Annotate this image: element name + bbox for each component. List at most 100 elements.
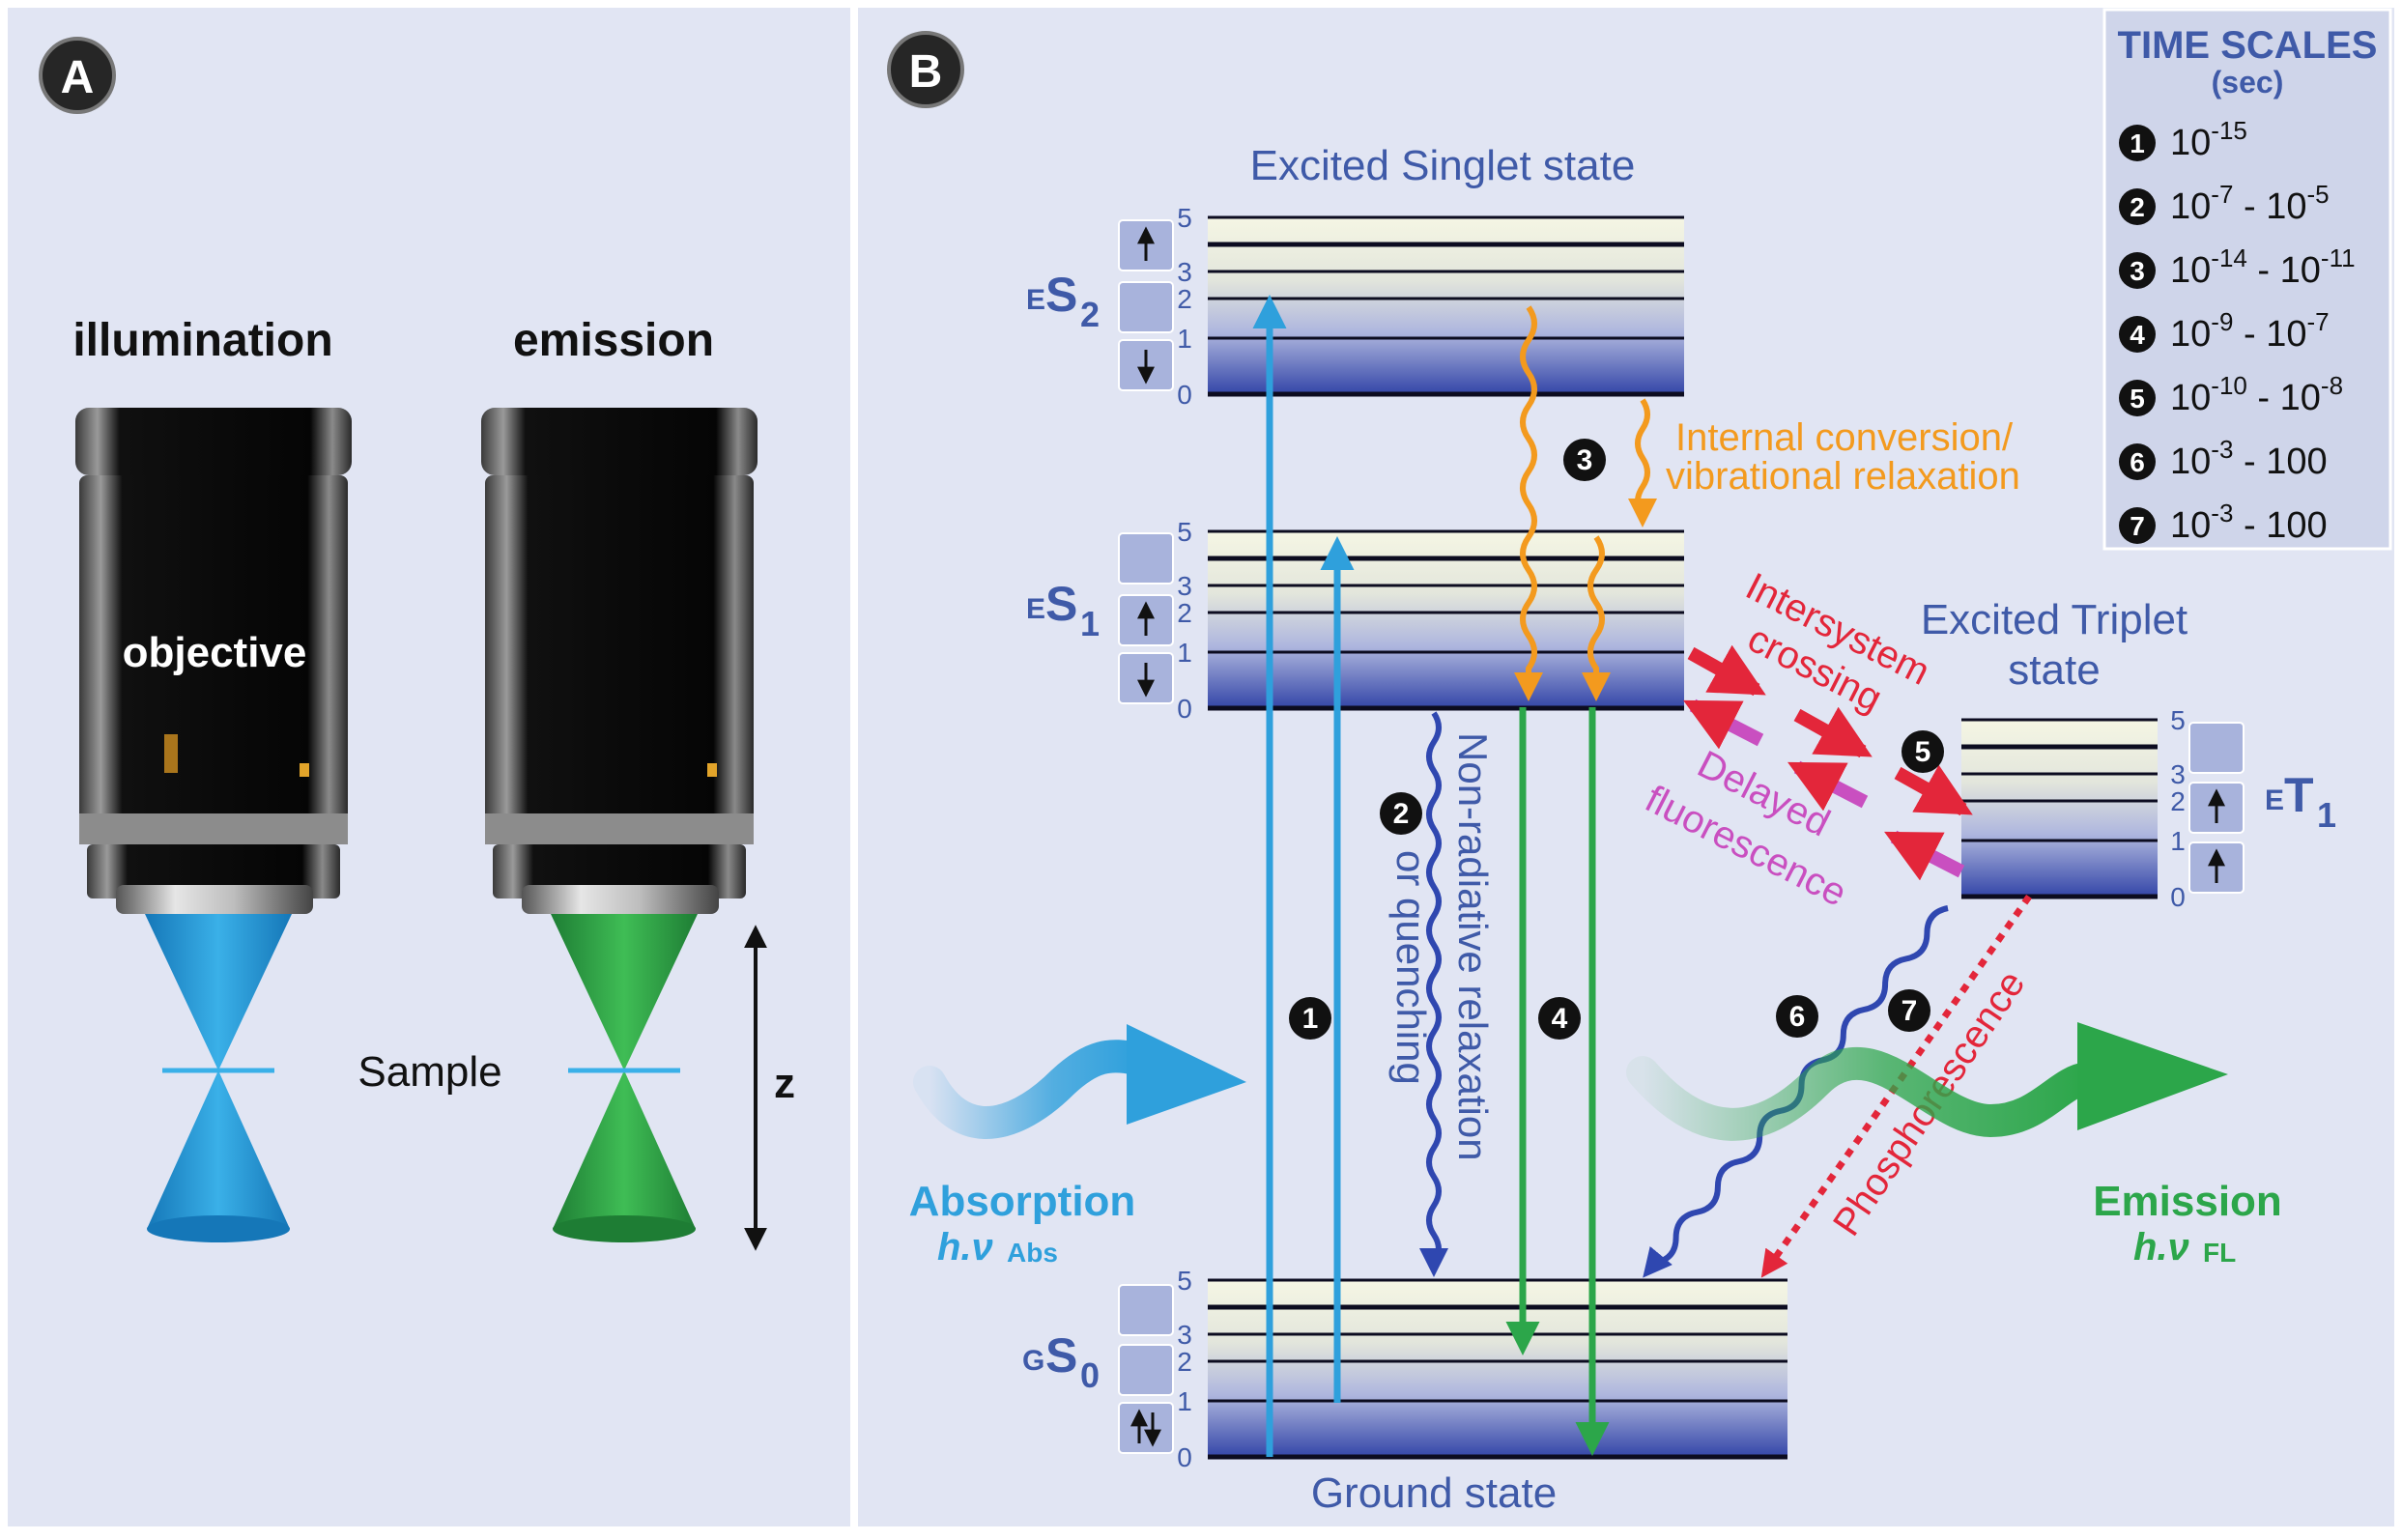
level-number: 2 bbox=[2170, 786, 2186, 816]
triplet-state-title-line2: state bbox=[2008, 646, 2100, 694]
svg-text:S: S bbox=[1045, 1328, 1077, 1383]
emission-energy-label: h.ν FL bbox=[2133, 1226, 2236, 1269]
time-scales-title: TIME SCALES bbox=[2118, 24, 2378, 67]
spin-box bbox=[2188, 841, 2245, 894]
level-number: 1 bbox=[1177, 638, 1192, 668]
objective-label: objective bbox=[123, 629, 307, 676]
intersystem-crossing-arrows bbox=[1687, 644, 1973, 816]
step-marker-4: 4 bbox=[1538, 997, 1581, 1040]
svg-text:2: 2 bbox=[1393, 798, 1410, 830]
svg-text:1: 1 bbox=[2130, 128, 2145, 158]
et1-label: E T 1 bbox=[2265, 768, 2336, 835]
svg-text:E: E bbox=[1026, 284, 1045, 316]
level-number: 3 bbox=[1177, 1320, 1192, 1350]
z-label: z bbox=[774, 1060, 795, 1107]
spin-state-boxes bbox=[1118, 219, 2245, 1454]
emission-label: emission bbox=[513, 315, 714, 366]
svg-text:S: S bbox=[1045, 268, 1077, 322]
spin-box bbox=[1118, 339, 1174, 391]
non-radiative-label-line1: Non-radiative relaxation bbox=[1450, 732, 1496, 1161]
level-number: 2 bbox=[1177, 1347, 1192, 1377]
svg-text:E: E bbox=[2265, 784, 2284, 816]
level-es1 bbox=[1208, 529, 1684, 711]
spin-box bbox=[1118, 1402, 1174, 1454]
svg-text:E: E bbox=[1026, 593, 1045, 625]
svg-text:2: 2 bbox=[2130, 192, 2145, 222]
svg-text:10-3 - 100: 10-3 - 100 bbox=[2170, 435, 2328, 482]
svg-text:1: 1 bbox=[1080, 604, 1100, 643]
spin-box bbox=[1118, 281, 1174, 333]
level-number: 0 bbox=[1177, 694, 1192, 724]
spin-box bbox=[2188, 782, 2245, 834]
emission-arrow-label: Emission bbox=[2093, 1178, 2282, 1225]
svg-text:7: 7 bbox=[1902, 995, 1918, 1027]
level-number: 5 bbox=[1177, 1266, 1192, 1296]
illumination-light-cone bbox=[145, 914, 292, 1242]
level-number: 2 bbox=[1177, 598, 1192, 628]
panel-a-badge-letter: A bbox=[61, 52, 95, 103]
triplet-state-title-line1: Excited Triplet bbox=[1921, 596, 2188, 643]
level-number: 1 bbox=[1177, 1386, 1192, 1416]
es2-label: E S 2 bbox=[1026, 268, 1100, 334]
svg-text:h.ν: h.ν bbox=[937, 1226, 993, 1269]
level-number: 5 bbox=[1177, 203, 1192, 233]
level-gs0 bbox=[1208, 1278, 1787, 1460]
svg-text:G: G bbox=[1022, 1345, 1044, 1377]
spin-box bbox=[2188, 722, 2245, 774]
gs0-label: G S 0 bbox=[1022, 1328, 1100, 1395]
illumination-label: illumination bbox=[72, 315, 332, 366]
internal-conversion-wave-3 bbox=[1582, 535, 1611, 701]
non-radiative-label-line2: or quenching bbox=[1388, 850, 1434, 1085]
svg-text:h.ν: h.ν bbox=[2133, 1226, 2189, 1269]
spin-box bbox=[1118, 532, 1174, 585]
sample-label: Sample bbox=[357, 1048, 501, 1096]
spin-box bbox=[1118, 594, 1174, 646]
svg-text:4: 4 bbox=[2130, 320, 2145, 350]
level-number: 3 bbox=[1177, 571, 1192, 601]
svg-text:Abs: Abs bbox=[1007, 1238, 1058, 1268]
time-scales-unit: (sec) bbox=[2212, 65, 2284, 100]
panel-a-badge: A bbox=[39, 37, 116, 114]
level-number: 1 bbox=[1177, 324, 1192, 354]
step-marker-1: 1 bbox=[1289, 997, 1331, 1040]
absorption-energy-label: h.ν Abs bbox=[937, 1226, 1058, 1269]
non-radiative-wave bbox=[1419, 711, 1448, 1277]
step-marker-3: 3 bbox=[1563, 439, 1606, 481]
delayed-fluorescence-arrows bbox=[1683, 699, 1965, 881]
panel-b-badge: B bbox=[887, 31, 964, 108]
panel-b-badge-letter: B bbox=[909, 46, 943, 98]
absorption-label: Absorption bbox=[909, 1178, 1136, 1225]
illumination-objective bbox=[75, 408, 352, 914]
svg-text:T: T bbox=[2284, 768, 2314, 822]
internal-conversion-label-line1: Internal conversion/ bbox=[1675, 416, 2014, 459]
level-number: 1 bbox=[2170, 826, 2186, 856]
step-markers: 1 2 3 4 5 6 7 bbox=[1289, 439, 1944, 1040]
svg-text:6: 6 bbox=[1789, 1001, 1806, 1033]
svg-text:0: 0 bbox=[1080, 1355, 1100, 1395]
step-marker-7: 7 bbox=[1888, 989, 1930, 1032]
internal-conversion-label-line2: vibrational relaxation bbox=[1666, 455, 2020, 498]
svg-text:1: 1 bbox=[1302, 1003, 1319, 1035]
emission-photon-arrow bbox=[1626, 1022, 2228, 1141]
level-number: 0 bbox=[1177, 380, 1192, 410]
step-marker-5: 5 bbox=[1902, 730, 1944, 773]
svg-text:3: 3 bbox=[2130, 256, 2145, 286]
emission-objective bbox=[481, 408, 758, 914]
level-number: 5 bbox=[1177, 517, 1192, 547]
ground-state-title: Ground state bbox=[1311, 1469, 1557, 1517]
singlet-state-title: Excited Singlet state bbox=[1250, 142, 1636, 189]
svg-text:S: S bbox=[1045, 577, 1077, 631]
svg-text:10-3 - 100: 10-3 - 100 bbox=[2170, 499, 2328, 546]
level-et1 bbox=[1961, 718, 2158, 899]
internal-conversion-wave-2 bbox=[1628, 398, 1657, 528]
